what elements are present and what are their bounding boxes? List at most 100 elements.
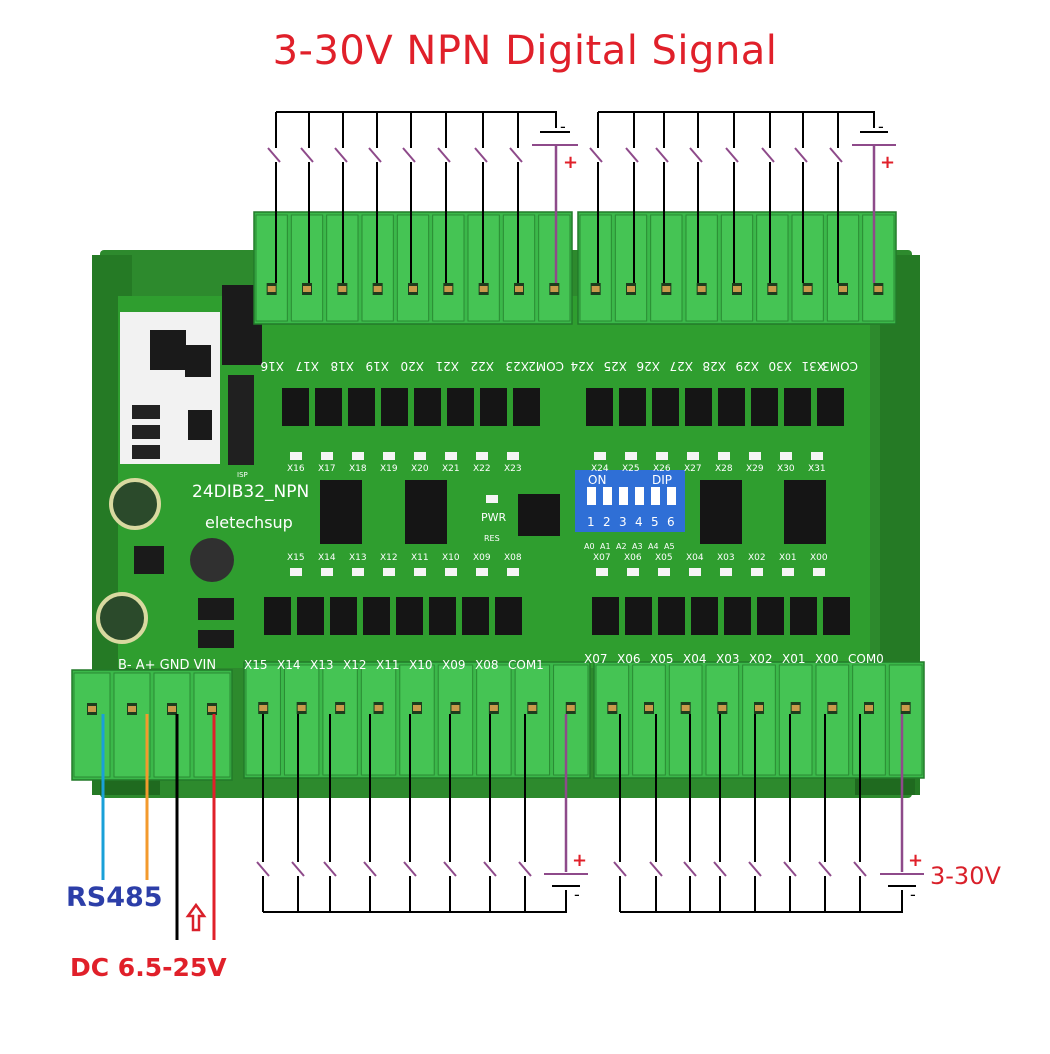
top-left-led-label: X16: [287, 464, 305, 474]
top-left-led-2: [352, 452, 364, 460]
bottom-left-switch: [518, 861, 532, 877]
bottom-right-battery-minus: -: [910, 885, 916, 904]
diode-2: [198, 630, 234, 648]
opto-top-right-1: [619, 388, 646, 426]
bottom-left-terminal-block-pin-2: [336, 705, 345, 711]
bottom-left-switch: [363, 861, 377, 877]
opto-bottom-right-5: [757, 597, 784, 635]
dip-number-1: 1: [587, 515, 595, 529]
top-right-terminal-block-cell-0: [579, 214, 612, 322]
power-terminal-block-pin-0: [88, 706, 96, 712]
top-left-terminal-block-pin-3: [373, 286, 382, 292]
bottom-left-led-7: [507, 568, 519, 576]
top-left-term-label: X21: [436, 359, 460, 373]
top-left-bus: [276, 111, 557, 128]
bottom-right-term-label: X04: [683, 652, 707, 666]
top-right-led-label: X29: [746, 464, 764, 474]
bottom-left-terminal-block-pin-4: [413, 705, 421, 711]
opto-top-right-5: [751, 388, 778, 426]
top-left-led-label: X17: [318, 464, 336, 474]
bottom-left-led-label: X12: [380, 553, 398, 563]
top-left-terminal-block-pin-5: [444, 286, 453, 292]
bottom-right-terminal-block-cell-2: [668, 664, 703, 776]
bottom-right-term-label: X06: [617, 652, 641, 666]
opto-top-left-5: [447, 388, 474, 426]
opto-bottom-left-2: [330, 597, 357, 635]
bottom-right-switch: [818, 861, 832, 877]
inductor: [190, 538, 234, 582]
top-left-switch: [437, 147, 451, 163]
opto-bottom-right-1: [625, 597, 652, 635]
top-right-terminal-block-cell-6: [791, 214, 824, 322]
bottom-left-led-4: [414, 568, 426, 576]
bottom-left-terminal-block-cell-5: [437, 664, 474, 776]
bottom-left-led-6: [476, 568, 488, 576]
capacitor-bottom: [96, 592, 148, 644]
bottom-left-terminal-block-pin-1: [297, 705, 306, 711]
top-left-switch: [509, 147, 523, 163]
top-right-led-label: X31: [808, 464, 826, 474]
bottom-right-terminal-block-pin-3: [718, 705, 727, 711]
bottom-left-battery-minus: -: [574, 885, 580, 904]
top-left-battery-plus: +: [563, 152, 578, 173]
ic-2: [405, 480, 447, 544]
bottom-right-terminal-block-cell-6: [815, 664, 850, 776]
bottom-left-terminal-block-cell-7: [514, 664, 551, 776]
isp-pin-header: [228, 375, 254, 465]
top-right-term-label: X30: [769, 359, 793, 373]
opto-bottom-right-0: [592, 597, 619, 635]
opto-top-left-6: [480, 388, 507, 426]
bottom-left-led-label: X15: [287, 553, 305, 563]
bottom-left-led-3: [383, 568, 395, 576]
bottom-right-terminal-block-cell-3: [705, 664, 740, 776]
bottom-left-switch: [483, 861, 497, 877]
opto-bottom-left-7: [495, 597, 522, 635]
bottom-right-switch: [713, 861, 727, 877]
switch-wiring: -+-++-+-: [101, 111, 924, 940]
top-left-led-label: X21: [442, 464, 460, 474]
power-term-labels: B- A+ GND VIN: [118, 658, 216, 673]
top-right-term-label: X25: [604, 359, 628, 373]
power-terminal-block-cell-2: [153, 672, 191, 778]
bottom-left-terminal-block-pin-5: [451, 705, 460, 711]
top-right-switch: [589, 147, 603, 163]
module-chip-2: [185, 345, 211, 377]
bottom-right-battery-plus: +: [908, 850, 923, 871]
dip-lever-5: [651, 487, 660, 505]
power-terminal-block-cell-0: [73, 672, 111, 778]
top-right-led-5: [749, 452, 761, 460]
opto-bottom-left-3: [363, 597, 390, 635]
top-left-terminal-block-pin-6: [479, 286, 488, 292]
bottom-right-led-label: X05: [655, 553, 673, 563]
top-right-led-6: [780, 452, 792, 460]
bottom-right-led-6: [782, 568, 794, 576]
bottom-right-led-3: [689, 568, 701, 576]
top-right-term-label: X24: [571, 359, 595, 373]
opto-top-right-0: [586, 388, 613, 426]
bottom-left-switch: [403, 861, 417, 877]
top-right-terminal-block-pin-3: [697, 286, 706, 292]
top-right-terminal-block-pin-2: [662, 286, 671, 292]
top-left-led-0: [290, 452, 302, 460]
bottom-left-terminal-block-cell-8: [553, 664, 589, 776]
top-left-switch: [334, 147, 348, 163]
bottom-left-led-label: X08: [504, 553, 522, 563]
top-left-term-label: X19: [366, 359, 390, 373]
bottom-right-terminal-block-cell-0: [595, 664, 630, 776]
opto-bottom-left-4: [396, 597, 423, 635]
bottom-left-led-label: X10: [442, 553, 460, 563]
bottom-right-switch: [748, 861, 762, 877]
bottom-right-switch: [649, 861, 663, 877]
bottom-right-switch: [783, 861, 797, 877]
top-left-terminal-block-pin-8: [550, 286, 559, 292]
capacitor-top: [109, 478, 161, 530]
dc-supply-label: DC 6.5-25V: [70, 953, 227, 982]
bottom-right-led-label: X01: [779, 553, 797, 563]
top-left-term-label: X17: [296, 359, 320, 373]
top-right-terminal-block-pin-6: [803, 286, 812, 292]
bottom-right-terminal-block-cell-5: [778, 664, 813, 776]
opto-bottom-left-0: [264, 597, 291, 635]
bottom-right-term-label: X02: [749, 652, 773, 666]
